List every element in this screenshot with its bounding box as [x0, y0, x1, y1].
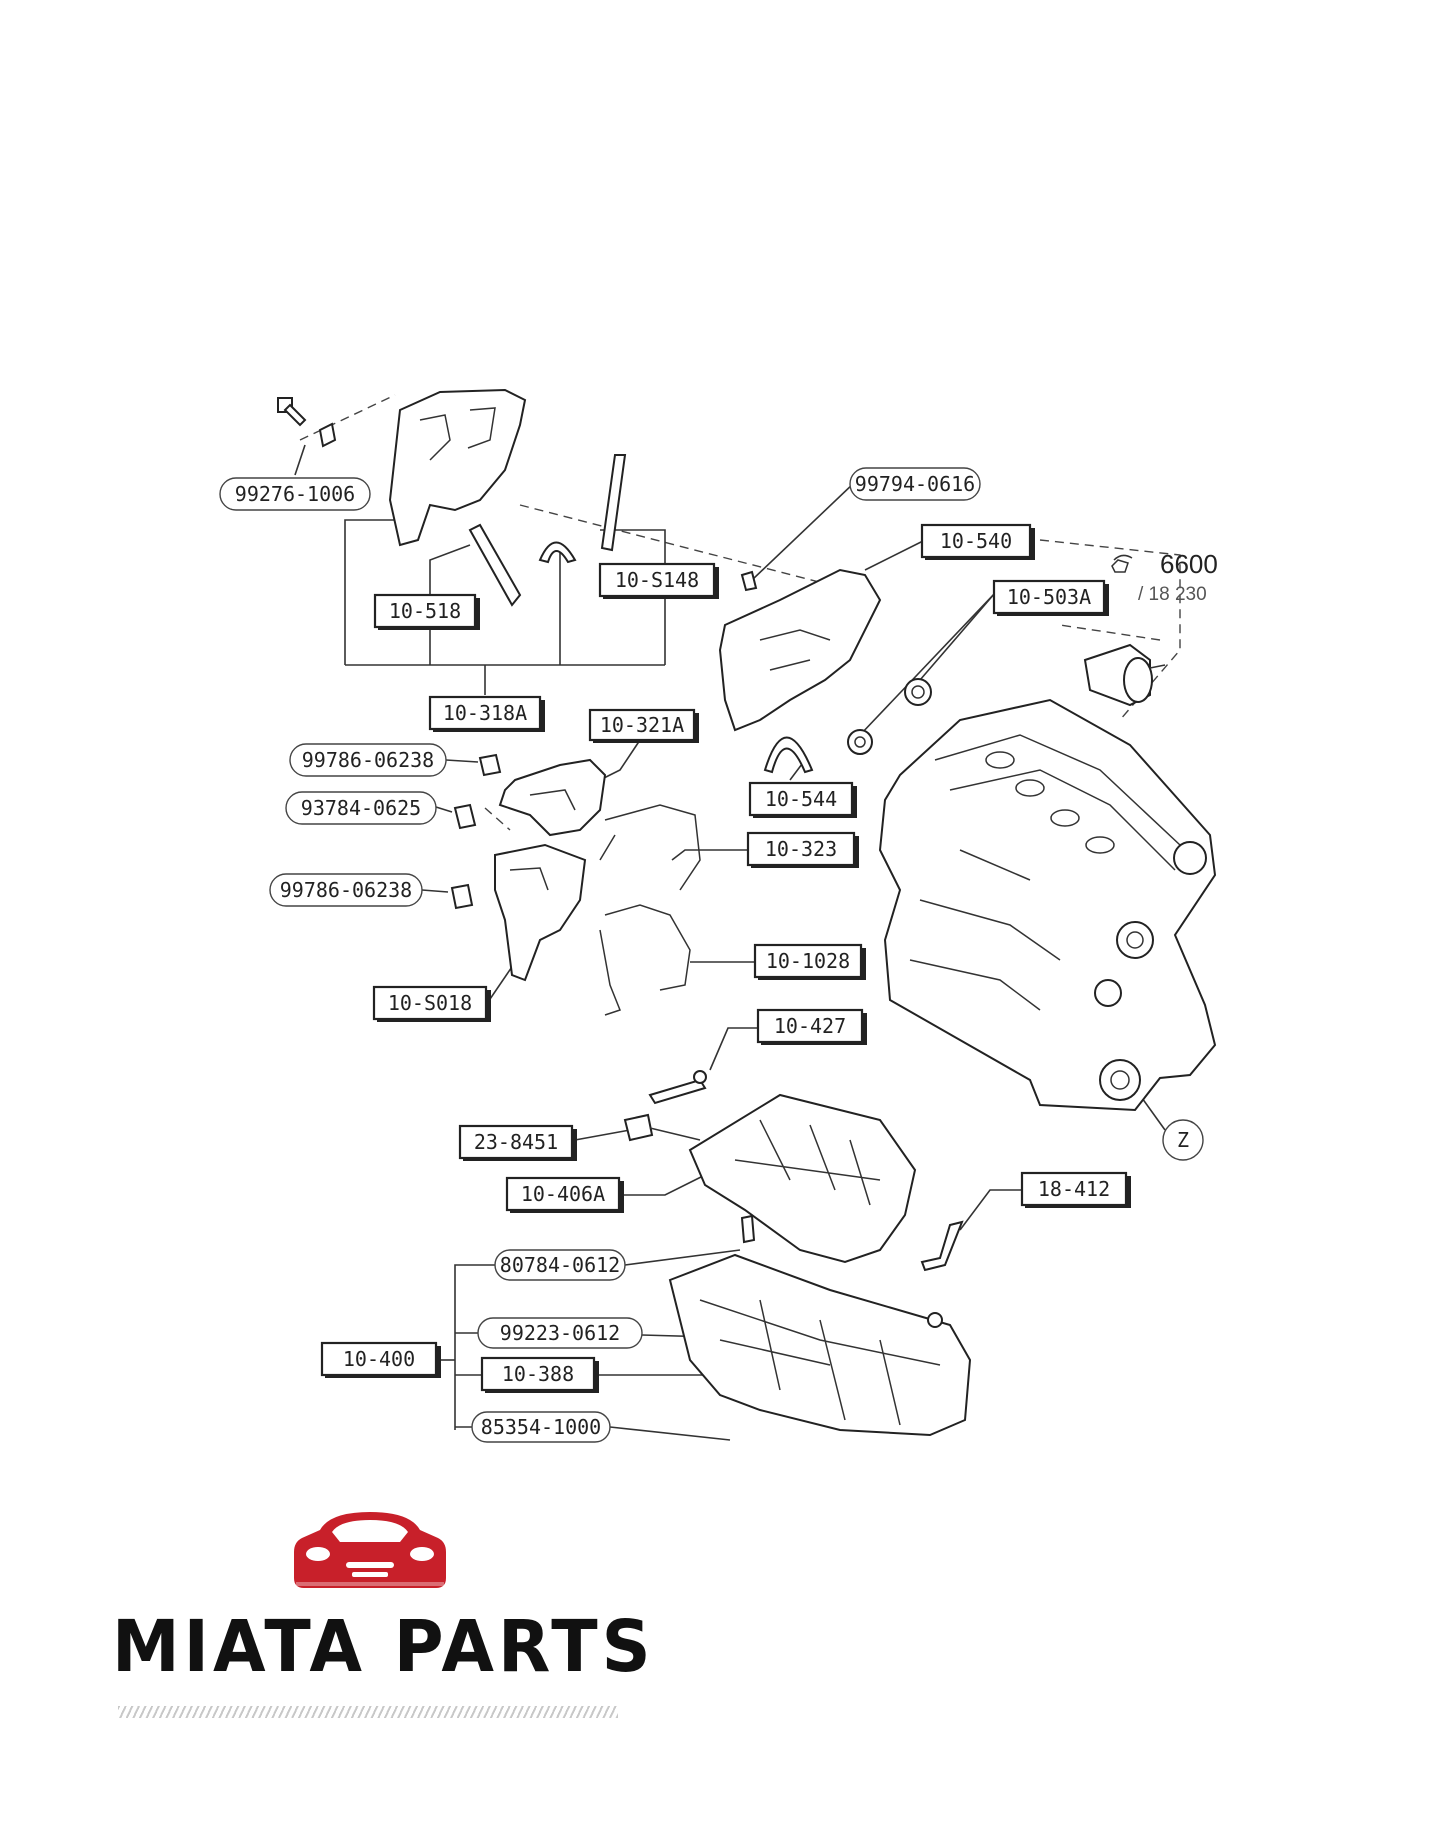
gasket-strip — [600, 454, 627, 552]
callout-99794-0616: 99794-0616 — [849, 467, 981, 501]
callout-10-1028: 10-1028 — [753, 943, 866, 980]
reference-sub: / 18 230 — [1138, 584, 1207, 605]
car-front-icon — [294, 1512, 446, 1588]
callout-text: 99794-0616 — [855, 472, 975, 496]
callout-text: 10-323 — [765, 837, 837, 861]
callout-text: 10-406A — [521, 1182, 605, 1206]
part-drawings — [277, 388, 1217, 1437]
callout-text: 10-544 — [765, 787, 837, 811]
callout-99786-06238-a: 99786-06238 — [289, 743, 447, 777]
cover-seal — [468, 523, 522, 607]
reference-number: 6600 — [1160, 549, 1218, 579]
callout-text: 85354-1000 — [481, 1415, 601, 1439]
reference-6600: 6600 / 18 230 — [1113, 549, 1218, 605]
logo-stripe — [118, 1706, 618, 1718]
callout-text: 99276-1006 — [235, 482, 355, 506]
callout-99223-0612: 99223-0612 — [477, 1317, 643, 1349]
cam-sensor-icon — [1083, 643, 1166, 707]
bolt-icon — [478, 753, 502, 777]
callout-10-544: 10-544 — [748, 781, 857, 818]
callout-99786-06238-b: 99786-06238 — [269, 873, 423, 907]
callout-text: 10-1028 — [766, 949, 850, 973]
callout-text: 10-S148 — [615, 568, 699, 592]
callout-10-318A: 10-318A — [428, 695, 545, 732]
bolt-icon — [740, 1214, 756, 1244]
callout-10-S148: 10-S148 — [598, 562, 719, 599]
callout-99276-1006: 99276-1006 — [219, 477, 371, 511]
callout-10-400: 10-400 — [320, 1341, 441, 1378]
lower-timing-cover — [494, 843, 587, 982]
callout-text: 99786-06238 — [302, 748, 434, 772]
view-marker-text: Z — [1177, 1128, 1189, 1152]
callout-labels: 99276-1006 99794-0616 10-540 10-503A 660… — [219, 467, 1218, 1443]
callout-10-518: 10-518 — [373, 593, 480, 630]
callout-text: 93784-0625 — [301, 796, 421, 820]
callout-text: 10-388 — [502, 1362, 574, 1386]
view-marker-z: Z — [1162, 1119, 1204, 1161]
bolt-icon — [450, 883, 474, 910]
callout-10-388: 10-388 — [480, 1356, 599, 1393]
upper-timing-cover — [388, 388, 527, 547]
callout-text: 10-318A — [443, 701, 527, 725]
callout-10-406A: 10-406A — [505, 1176, 624, 1213]
callout-80784-0612: 80784-0612 — [494, 1249, 626, 1281]
leader-lines — [294, 444, 1166, 1441]
callout-93784-0625: 93784-0625 — [285, 791, 437, 825]
callout-23-8451: 23-8451 — [458, 1124, 577, 1161]
half-moon-seal — [538, 541, 577, 564]
middle-gasket — [599, 804, 701, 891]
callout-10-323: 10-323 — [746, 831, 859, 868]
callout-text: 10-503A — [1007, 585, 1091, 609]
seal-10-544 — [763, 736, 814, 774]
callout-text: 10-540 — [940, 529, 1012, 553]
bolt-icon — [277, 397, 337, 448]
oil-dipstick-tube — [920, 1220, 964, 1272]
callout-85354-1000: 85354-1000 — [471, 1411, 611, 1443]
oil-strainer-tube — [648, 1078, 707, 1105]
engine-block — [878, 698, 1217, 1112]
callout-text: 23-8451 — [474, 1130, 558, 1154]
callout-text: 80784-0612 — [500, 1253, 620, 1277]
callout-text: 10-S018 — [388, 991, 472, 1015]
middle-timing-cover — [498, 758, 607, 837]
oil-pan — [668, 1253, 972, 1437]
callout-text: 99786-06238 — [280, 878, 412, 902]
rear-timing-cover — [718, 568, 882, 732]
callout-text: 18-412 — [1038, 1177, 1110, 1201]
callout-10-S018: 10-S018 — [372, 985, 491, 1022]
callout-10-427: 10-427 — [756, 1008, 867, 1045]
baffle-plate — [688, 1093, 917, 1264]
callout-text: 10-321A — [600, 713, 684, 737]
cover-gasket — [599, 904, 691, 1016]
callout-10-540: 10-540 — [920, 523, 1035, 560]
bolt-icon — [453, 803, 477, 830]
callout-text: 99223-0612 — [500, 1321, 620, 1345]
oil-seal-large — [847, 729, 873, 755]
oil-level-sensor — [623, 1113, 654, 1142]
callout-10-503A: 10-503A — [992, 579, 1109, 616]
callout-10-321A: 10-321A — [588, 708, 699, 743]
callout-18-412: 18-412 — [1020, 1171, 1131, 1208]
callout-text: 10-400 — [343, 1347, 415, 1371]
logo-title: MIATA PARTS — [112, 1606, 655, 1689]
callout-text: 10-518 — [389, 599, 461, 623]
guide-lines — [299, 394, 1181, 831]
oil-seal-small — [904, 678, 932, 706]
callout-text: 10-427 — [774, 1014, 846, 1038]
